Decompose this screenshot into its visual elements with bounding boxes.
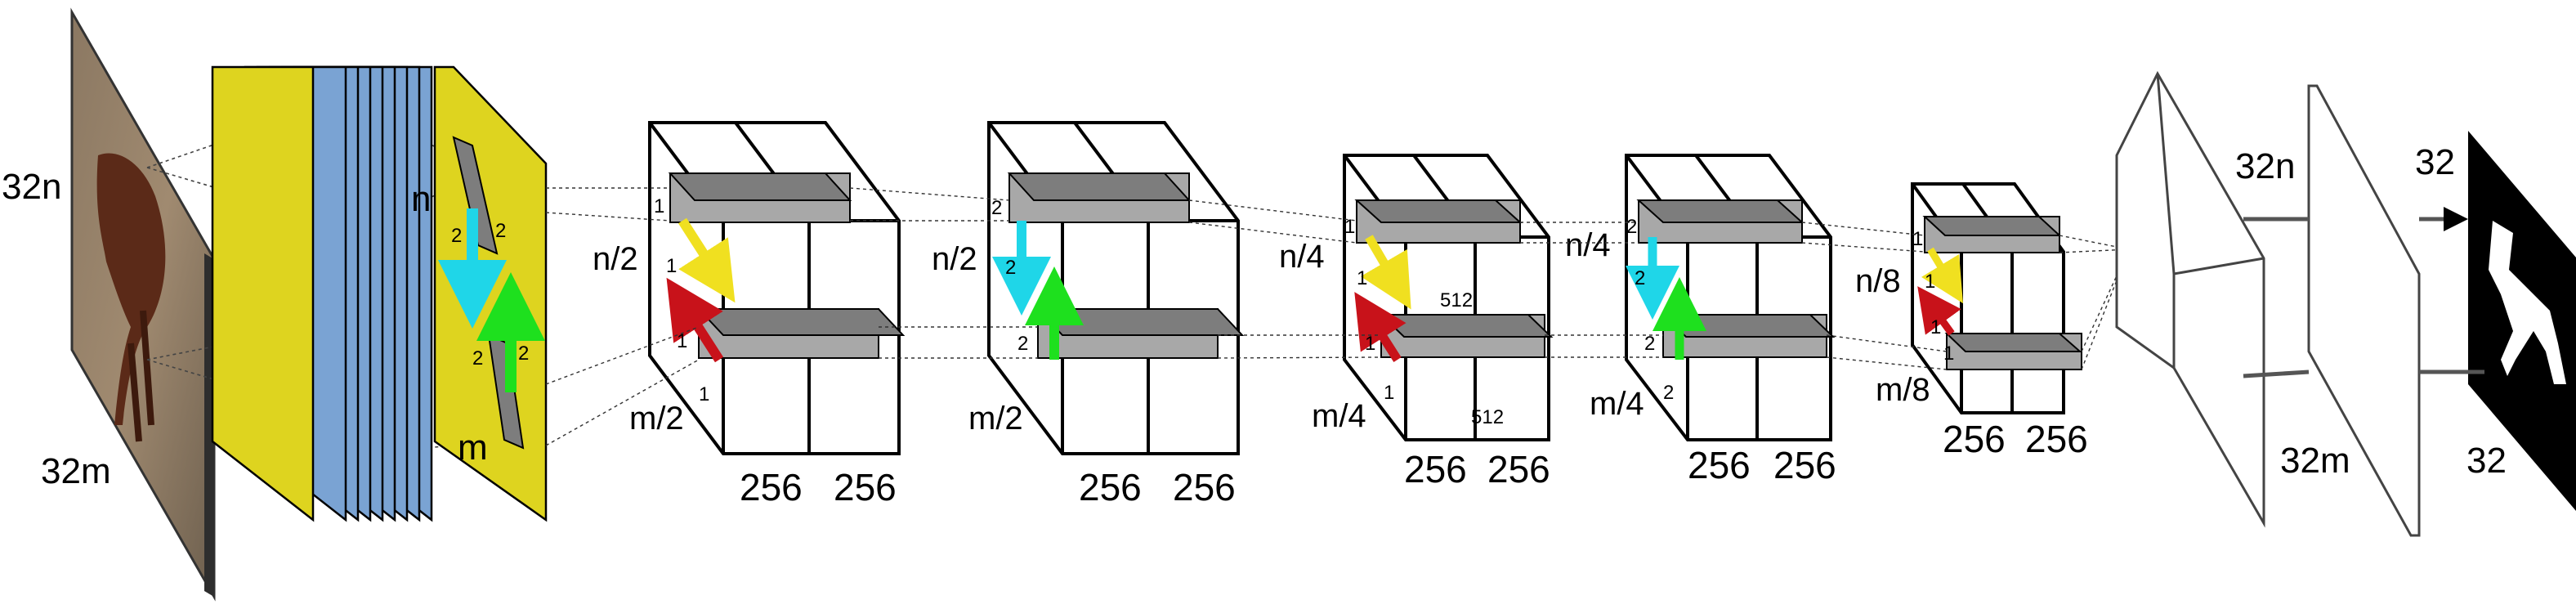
red-arrow	[1354, 292, 1407, 362]
stage5-c1-label: 256	[1943, 418, 2006, 460]
stage2-c2-label: 256	[1173, 466, 1236, 508]
stage4-kernel-label: 2	[1626, 216, 1637, 238]
stage3-w-label: m/4	[1312, 398, 1366, 434]
stage4-kernel-label: 2	[1635, 267, 1645, 289]
stage4-h-label: n/4	[1565, 227, 1611, 263]
connector-lines	[2243, 217, 2310, 378]
stage2-kernel-label: 2	[1017, 333, 1028, 355]
fm-kernel-label: 2	[451, 225, 462, 247]
stage2-h-label: n/2	[932, 241, 977, 277]
stage3-mid-label: 512	[1471, 406, 1504, 428]
fm-n-label: n	[411, 179, 431, 219]
red-arrow	[1917, 286, 1961, 336]
stage1-kernel-label: 1	[699, 383, 709, 405]
conv-layer-stack	[211, 65, 433, 522]
stage5-h-label: n/8	[1855, 263, 1901, 299]
input-width-label: 32m	[41, 451, 111, 491]
stage1-kernel-label: 1	[677, 330, 687, 352]
stage-5	[1911, 182, 2082, 414]
stage-1	[648, 121, 906, 455]
stage3-c2-label: 256	[1487, 448, 1550, 490]
fm-m-label: m	[458, 428, 488, 468]
stage5-kernel-label: 1	[1943, 343, 1954, 365]
fm-kernel-label: 2	[495, 220, 506, 242]
stage1-kernel-label: 1	[654, 195, 664, 217]
red-arrow	[666, 277, 724, 363]
stage-4	[1625, 154, 1836, 441]
stage1-w-label: m/2	[629, 401, 684, 437]
stage3-mid-label: 512	[1440, 289, 1473, 311]
fm-kernel-label: 2	[518, 343, 529, 365]
stage5-kernel-label: 1	[1912, 228, 1923, 250]
output-width-label: 32	[2466, 441, 2507, 481]
stage3-kernel-label: 1	[1344, 216, 1355, 238]
upsample-width-label: 32m	[2280, 441, 2350, 481]
stage3-c1-label: 256	[1404, 448, 1467, 490]
upsample-planes	[2115, 70, 2421, 537]
stage2-kernel-label: 2	[991, 197, 1002, 219]
upsample-height-label: 32n	[2235, 146, 2295, 186]
stage4-c2-label: 256	[1773, 444, 1836, 486]
stage3-kernel-label: 1	[1384, 382, 1394, 404]
stage1-c2-label: 256	[834, 466, 897, 508]
stage4-kernel-label: 2	[1663, 382, 1674, 404]
output-height-label: 32	[2415, 142, 2455, 182]
stage5-kernel-label: 1	[1930, 316, 1941, 338]
input-height-label: 32n	[2, 167, 61, 207]
stage2-c1-label: 256	[1079, 466, 1142, 508]
stage-3	[1343, 154, 1554, 441]
stage2-w-label: m/2	[968, 401, 1023, 437]
horse-shape	[96, 153, 166, 425]
yellow-arrow	[1921, 247, 1963, 304]
feature-map	[433, 65, 548, 522]
connector-lines	[545, 187, 2130, 446]
stage1-kernel-label: 1	[666, 255, 677, 277]
stage4-w-label: m/4	[1590, 386, 1644, 422]
yellow-arrow	[678, 217, 736, 303]
stage3-kernel-label: 1	[1365, 333, 1375, 355]
stage3-h-label: n/4	[1279, 239, 1325, 275]
fm-kernel-label: 2	[472, 347, 483, 369]
stage2-kernel-label: 2	[1005, 257, 1016, 279]
output-mask	[2468, 131, 2576, 511]
stage5-c2-label: 256	[2025, 418, 2088, 460]
stage5-w-label: m/8	[1876, 372, 1930, 408]
stage4-c1-label: 256	[1688, 444, 1751, 486]
input-image	[70, 7, 216, 602]
stage-2	[987, 121, 1245, 455]
stage5-kernel-label: 1	[1925, 271, 1935, 293]
stage3-kernel-label: 1	[1357, 267, 1367, 289]
yellow-arrow	[1360, 235, 1411, 310]
output-arrows	[2419, 207, 2484, 374]
stage1-c1-label: 256	[740, 466, 803, 508]
stage1-h-label: n/2	[593, 241, 638, 277]
stage4-kernel-label: 2	[1644, 333, 1655, 355]
